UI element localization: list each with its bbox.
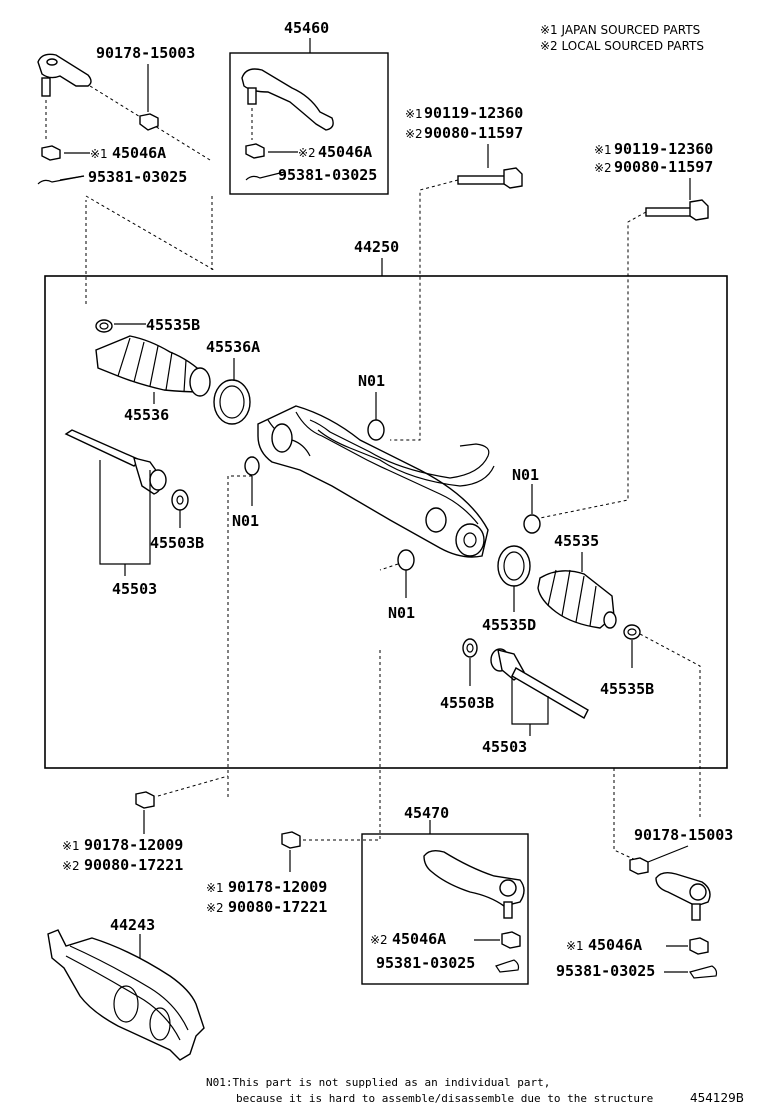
label-45470: 45470 — [404, 804, 449, 822]
label-bolt-90119-right: 90119-12360 — [614, 140, 713, 158]
footnote-line2: because it is hard to assemble/disassemb… — [236, 1092, 653, 1105]
box-45460 — [229, 52, 389, 195]
tie-rod-end-bottom-right[interactable] — [655, 871, 711, 921]
cotter-pin-bottom-right[interactable] — [689, 965, 718, 979]
label-bolt-90080-center: 90080-11597 — [424, 124, 523, 142]
steering-gear-housing[interactable] — [257, 405, 495, 558]
box-44250 — [44, 275, 728, 769]
label-45503b-right: 45503B — [440, 694, 494, 712]
label-45503-right: 45503 — [482, 738, 527, 756]
label-n01-right: N01 — [512, 466, 539, 484]
mark-1-bolt-right: ※1 — [594, 143, 612, 157]
label-n01-top: N01 — [358, 372, 385, 390]
tie-rod-end-45470[interactable] — [423, 849, 525, 919]
label-bolt-90080-right: 90080-11597 — [614, 158, 713, 176]
label-45503-left: 45503 — [112, 580, 157, 598]
mark-2-45046a-45460: ※2 — [298, 146, 316, 160]
nut-45046a-top-left[interactable] — [41, 145, 61, 161]
washer-45503b-left[interactable] — [171, 489, 189, 511]
rack-end-45503-right[interactable] — [490, 648, 589, 719]
n01-fitting-bottom[interactable] — [397, 549, 415, 571]
cotter-pin-in-45460[interactable] — [245, 171, 285, 181]
mark-1-45046a-bottom: ※1 — [566, 939, 584, 953]
diagram-code: 454129B — [690, 1091, 744, 1105]
label-45535b-right: 45535B — [600, 680, 654, 698]
label-44250: 44250 — [354, 238, 399, 256]
legend-japan: ※1 JAPAN SOURCED PARTS — [540, 23, 700, 37]
label-45536a: 45536A — [206, 338, 260, 356]
nut-45046a-bottom-right[interactable] — [689, 937, 709, 955]
mark-2-nut-left: ※2 — [62, 859, 80, 873]
label-cotter-45470: 95381-03025 — [376, 954, 475, 972]
nut-90178-12009-center[interactable] — [281, 831, 301, 849]
label-45460: 45460 — [284, 19, 329, 37]
bolt-center[interactable] — [457, 167, 523, 189]
tie-rod-end-45460[interactable] — [241, 68, 334, 131]
mark-1-nut-center: ※1 — [206, 881, 224, 895]
nut-45046a-in-45470[interactable] — [501, 931, 521, 949]
label-cotter-top-left: 95381-03025 — [88, 168, 187, 186]
label-nut-90080-17221-left: 90080-17221 — [84, 856, 183, 874]
cotter-pin-in-45470[interactable] — [495, 959, 520, 973]
n01-fitting-right[interactable] — [523, 514, 541, 534]
label-45503b-left: 45503B — [150, 534, 204, 552]
bolt-right[interactable] — [645, 199, 709, 221]
boot-45536[interactable] — [95, 335, 211, 397]
box-45470 — [361, 833, 529, 985]
nut-90178-12009-left[interactable] — [135, 791, 155, 809]
nut-45046a-in-45460[interactable] — [245, 143, 265, 159]
label-45046a-45460: 45046A — [318, 143, 372, 161]
n01-fitting-top[interactable] — [367, 419, 385, 441]
clamp-45535d[interactable] — [497, 545, 531, 587]
label-45535d: 45535D — [482, 616, 536, 634]
tie-rod-end-top-left[interactable] — [37, 53, 92, 97]
label-45046a-top-left: 45046A — [112, 144, 166, 162]
mark-1-45046a-top: ※1 — [90, 147, 108, 161]
footnote-line1: N01:This part is not supplied as an indi… — [206, 1076, 550, 1089]
label-45535b-left: 45535B — [146, 316, 200, 334]
nut-90178-15003-top-left[interactable] — [139, 113, 159, 131]
label-nut-90178-15003-bottom: 90178-15003 — [634, 826, 733, 844]
label-n01-left: N01 — [232, 512, 259, 530]
mark-2-nut-center: ※2 — [206, 901, 224, 915]
label-bolt-90119-center: 90119-12360 — [424, 104, 523, 122]
rack-end-45503-left[interactable] — [64, 429, 167, 495]
boot-45535[interactable] — [537, 569, 617, 629]
label-45535: 45535 — [554, 532, 599, 550]
label-nut-90178-15003-top: 90178-15003 — [96, 44, 195, 62]
label-45536: 45536 — [124, 406, 169, 424]
n01-fitting-left[interactable] — [244, 456, 260, 476]
clamp-45535b-left[interactable] — [95, 319, 113, 333]
label-nut-90080-17221-center: 90080-17221 — [228, 898, 327, 916]
cotter-pin-top-left[interactable] — [37, 175, 85, 185]
mark-2-bolt-right: ※2 — [594, 161, 612, 175]
mark-2-bolt-center: ※2 — [405, 127, 423, 141]
label-nut-90178-12009-center: 90178-12009 — [228, 878, 327, 896]
label-cotter-bottom-right: 95381-03025 — [556, 962, 655, 980]
label-45046a-bottom-right: 45046A — [588, 936, 642, 954]
washer-45503b-right[interactable] — [462, 638, 478, 658]
label-44243: 44243 — [110, 916, 155, 934]
nut-90178-15003-bottom-right[interactable] — [629, 857, 649, 875]
label-cotter-45460: 95381-03025 — [278, 166, 377, 184]
legend-local: ※2 LOCAL SOURCED PARTS — [540, 39, 704, 53]
label-nut-90178-12009-left: 90178-12009 — [84, 836, 183, 854]
clamp-45536a[interactable] — [213, 379, 251, 425]
mark-1-nut-left: ※1 — [62, 839, 80, 853]
label-45046a-45470: 45046A — [392, 930, 446, 948]
clamp-45535b-right[interactable] — [623, 624, 641, 640]
label-n01-bottom: N01 — [388, 604, 415, 622]
mark-1-bolt-center: ※1 — [405, 107, 423, 121]
undercover-44243[interactable] — [47, 929, 205, 1061]
mark-2-45046a-45470: ※2 — [370, 933, 388, 947]
